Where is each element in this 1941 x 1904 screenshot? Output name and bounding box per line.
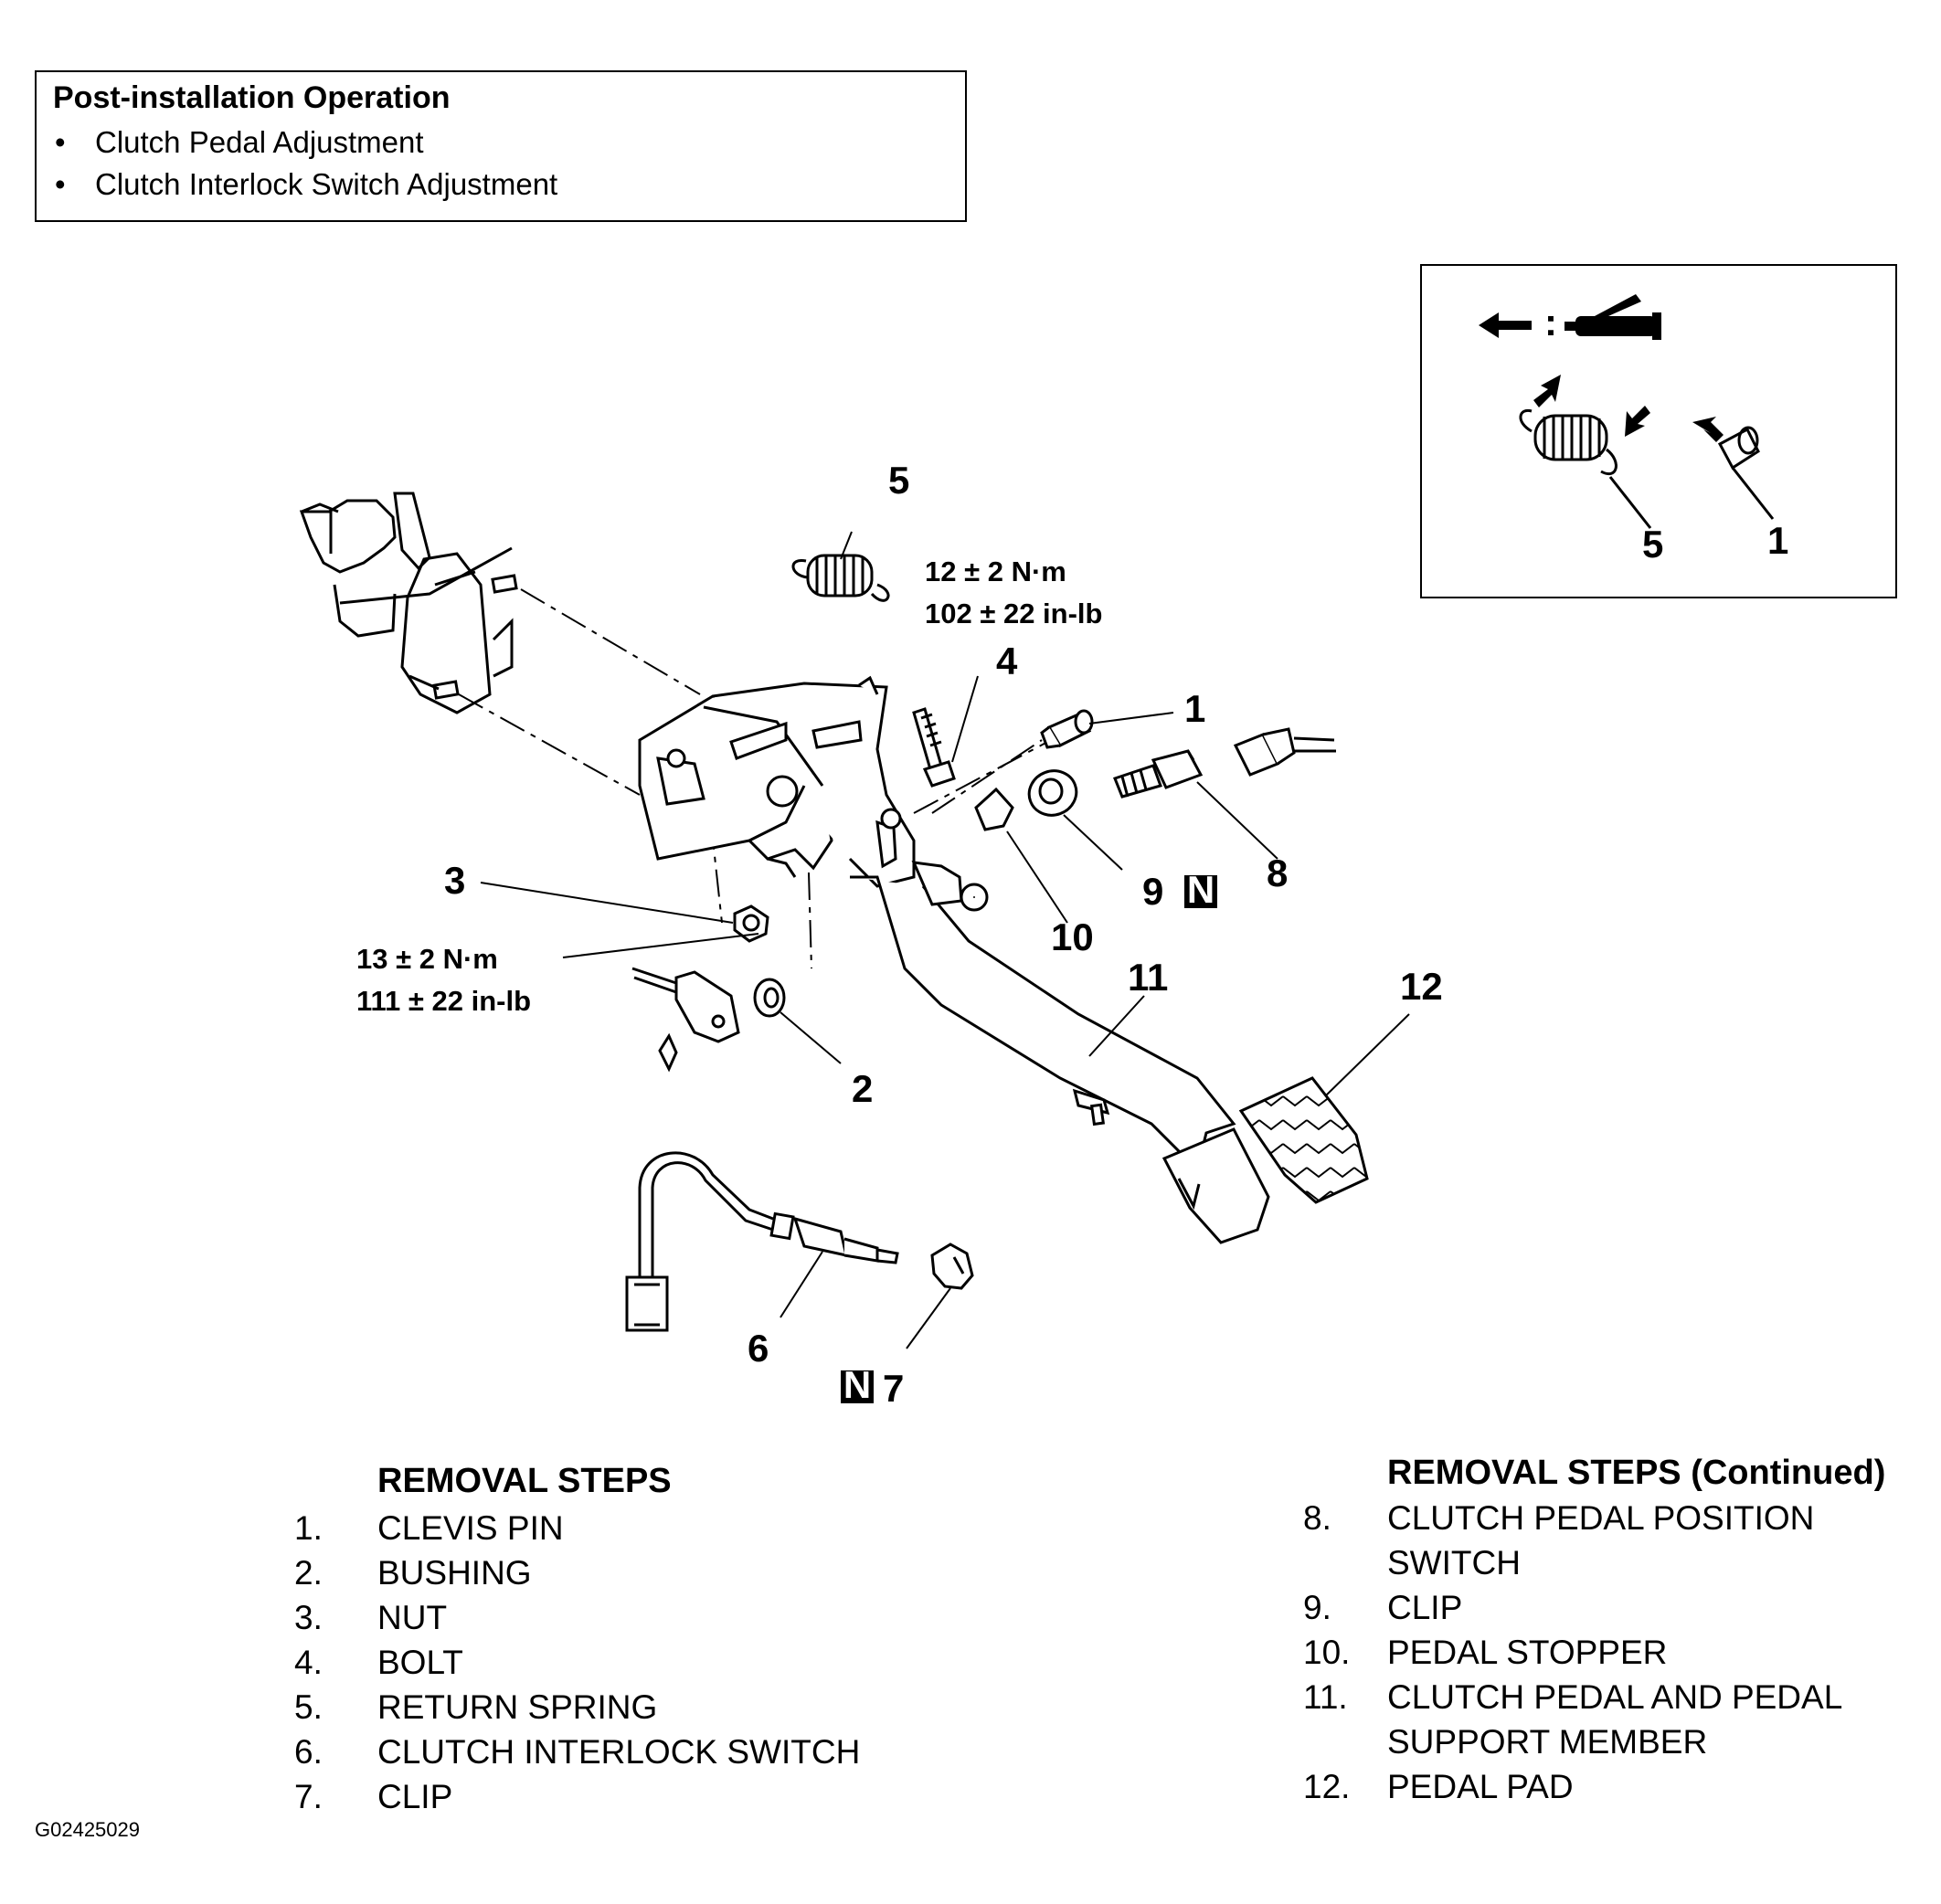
inset-arrow-icon	[1692, 417, 1724, 442]
pivot-hole	[973, 896, 975, 898]
callout-4: 4	[996, 640, 1018, 682]
step-number: 7.	[294, 1778, 323, 1815]
master-cylinder-bracket	[299, 492, 518, 714]
removal-steps-continued-title: REMOVAL STEPS (Continued)	[1387, 1454, 1886, 1492]
clevis-pin	[1040, 709, 1094, 749]
clip-7	[930, 1243, 974, 1290]
callout-7: 7	[883, 1367, 904, 1410]
bolt	[912, 707, 956, 788]
step-label: CLUTCH PEDAL AND PEDAL	[1387, 1678, 1843, 1716]
clutch-interlock-switch	[625, 1151, 899, 1332]
bullet: •	[55, 125, 66, 159]
new-part-badge	[841, 1370, 874, 1403]
step-number: 2.	[294, 1554, 323, 1592]
pedal-stopper-bolt	[1072, 1088, 1110, 1127]
step-number: 4.	[294, 1644, 323, 1681]
callout-6: 6	[748, 1327, 769, 1370]
inset-clevis-pin-icon	[1717, 426, 1775, 520]
callout-11: 11	[1128, 956, 1168, 999]
callout-1: 1	[1184, 687, 1205, 730]
nut	[733, 904, 769, 943]
grease-legend: :	[1479, 294, 1661, 344]
step-label-continued: SWITCH	[1387, 1544, 1521, 1581]
step-number: 6.	[294, 1733, 323, 1771]
step-number: 8.	[1303, 1499, 1331, 1537]
step-label: BUSHING	[377, 1554, 532, 1592]
inset-arrow-icon	[1533, 375, 1561, 407]
step-number: 1.	[294, 1509, 323, 1547]
inset-callout-5: 5	[1642, 523, 1663, 566]
grease-gun-icon	[1564, 294, 1661, 340]
step-label: CLIP	[1387, 1589, 1463, 1626]
removal-steps-title: REMOVAL STEPS	[377, 1462, 672, 1500]
inset-arrow-icon	[1625, 406, 1650, 437]
step-label: CLUTCH PEDAL POSITION	[1387, 1499, 1815, 1537]
pedal-support-member	[638, 675, 916, 888]
clutch-pedal-pad	[1161, 1127, 1270, 1244]
callout-12: 12	[1400, 965, 1443, 1008]
step-label: NUT	[377, 1599, 448, 1636]
post-item-label: Clutch Pedal Adjustment	[95, 125, 424, 159]
step-label: BOLT	[377, 1644, 463, 1681]
post-item-clutch-pedal-adjustment: • Clutch Pedal Adjustment	[55, 125, 424, 160]
leader-lines	[480, 531, 1410, 1349]
bullet: •	[55, 167, 66, 201]
step-label: CLUTCH INTERLOCK SWITCH	[377, 1733, 861, 1771]
step-label: CLEVIS PIN	[377, 1509, 564, 1547]
inset-spring-icon	[1519, 408, 1652, 529]
step-label: PEDAL PAD	[1387, 1768, 1574, 1805]
bolt-torque-nm: 12 ± 2 N·m	[925, 555, 1066, 587]
pedal-stopper	[974, 787, 1014, 831]
step-number: 12.	[1303, 1768, 1351, 1805]
connector	[1233, 727, 1336, 777]
step-number: 9.	[1303, 1589, 1331, 1626]
return-spring	[791, 554, 890, 602]
callout-9: 9	[1142, 870, 1163, 913]
post-installation-box	[35, 70, 967, 222]
step-number: 11.	[1303, 1678, 1348, 1716]
nut-torque-nm: 13 ± 2 N·m	[356, 943, 498, 975]
pedal-pad	[1238, 1076, 1369, 1204]
callout-3: 3	[444, 859, 465, 902]
step-number: 5.	[294, 1688, 323, 1726]
post-item-label: Clutch Interlock Switch Adjustment	[95, 167, 558, 201]
step-label: CLIP	[377, 1778, 453, 1815]
callout-10: 10	[1051, 915, 1094, 958]
step-label: RETURN SPRING	[377, 1688, 658, 1726]
step-label-continued: SUPPORT MEMBER	[1387, 1723, 1708, 1761]
grease-arrow-icon	[1479, 312, 1532, 338]
clutch-pedal-position-switch	[1113, 749, 1204, 799]
pushrod-clevis	[631, 967, 740, 1073]
callout-2: 2	[852, 1067, 873, 1110]
inset-colon: :	[1544, 301, 1557, 344]
callout-5: 5	[888, 459, 909, 502]
nut-torque-inlb: 111 ± 22 in-lb	[356, 985, 531, 1017]
clutch-pedal-arm	[850, 861, 1236, 1172]
step-number: 10.	[1303, 1634, 1351, 1671]
bushing	[753, 978, 786, 1018]
figure-id: G02425029	[35, 1818, 140, 1841]
inset-callout-1: 1	[1767, 519, 1788, 562]
post-item-interlock-switch-adjustment: • Clutch Interlock Switch Adjustment	[55, 167, 557, 202]
post-installation-title: Post-installation Operation	[53, 80, 451, 115]
callout-8: 8	[1267, 852, 1288, 894]
new-part-mark: N	[1187, 868, 1214, 911]
new-part-badge	[1184, 875, 1217, 908]
bolt-torque-inlb: 102 ± 22 in-lb	[925, 598, 1102, 629]
lubrication-inset-box	[1420, 264, 1897, 598]
step-number: 3.	[294, 1599, 323, 1636]
step-label: PEDAL STOPPER	[1387, 1634, 1668, 1671]
clip-9	[1027, 769, 1078, 817]
new-part-mark: N	[843, 1363, 871, 1406]
assembly-guide-lines	[458, 588, 1052, 969]
